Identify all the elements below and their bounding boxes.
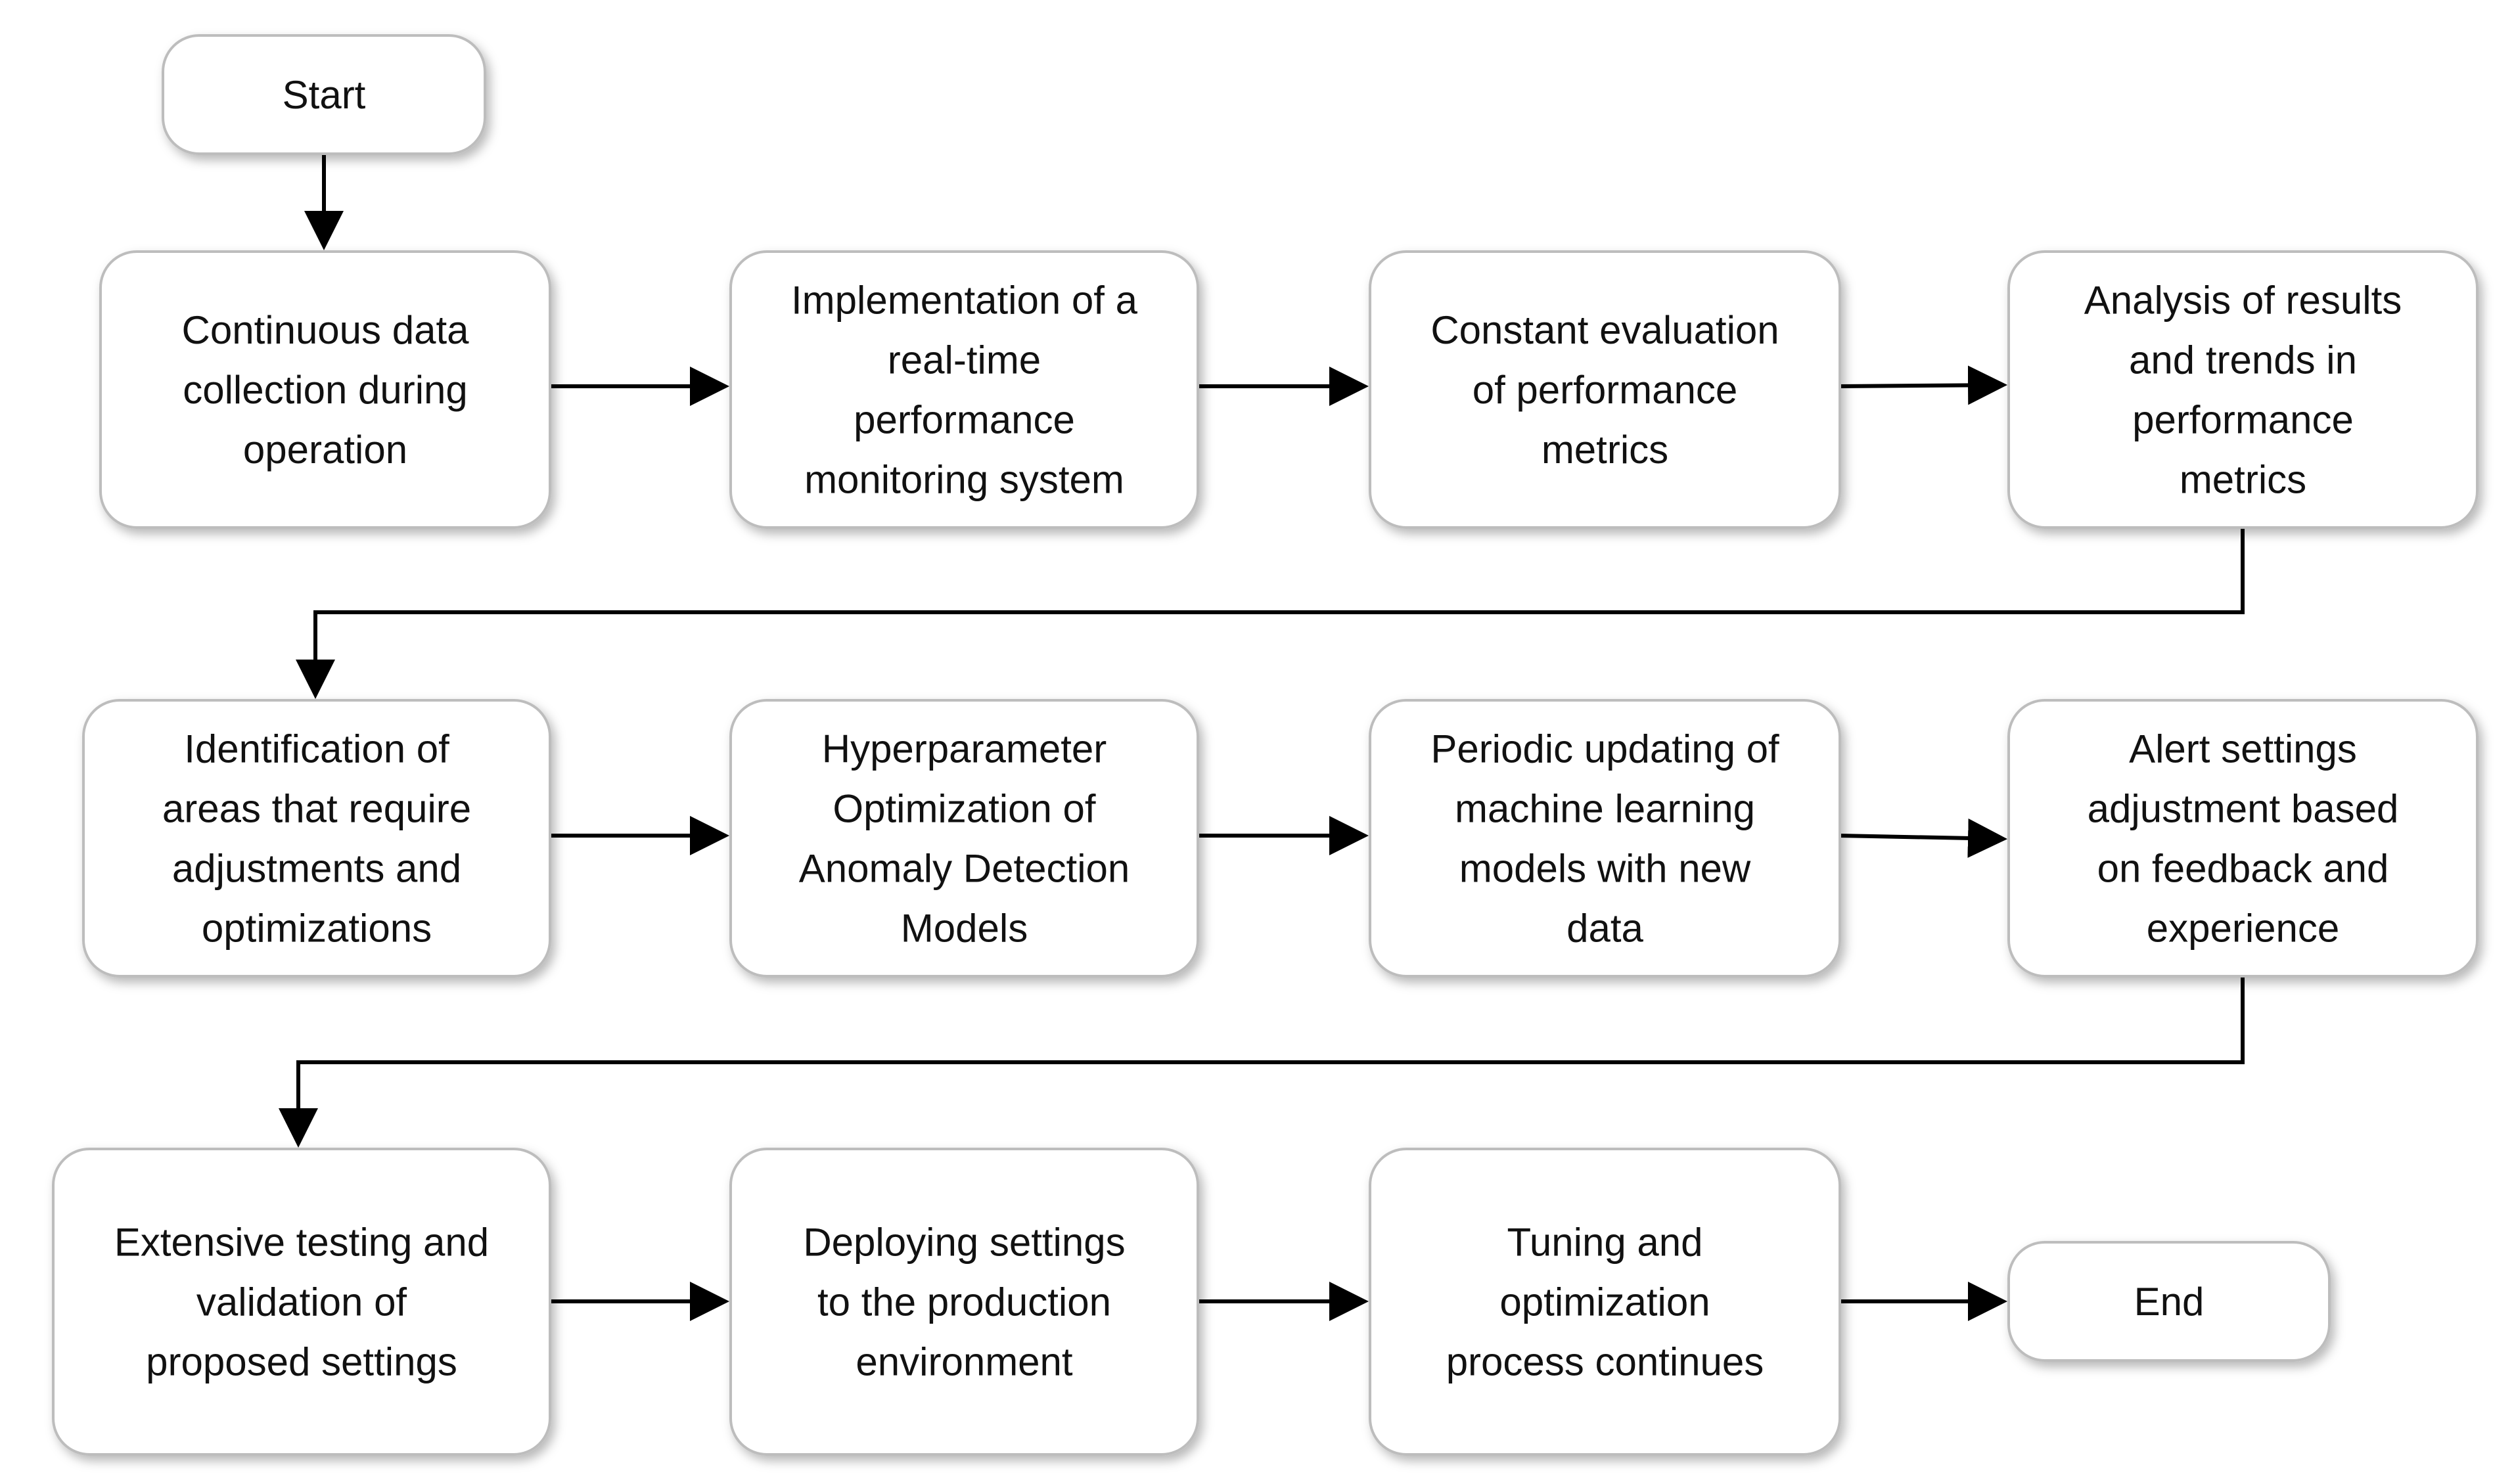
node-label-line: Implementation of a	[791, 279, 1138, 323]
node-label-line: validation of	[196, 1280, 407, 1324]
node-realtime-monitoring: Implementation of a real-time performance m…	[729, 250, 1199, 529]
node-label-line: real-time	[888, 338, 1041, 382]
node-label-line: metrics	[1542, 428, 1668, 472]
node-label-line: Start	[283, 73, 366, 117]
arrow-analysis-results-to-identification-areas	[296, 528, 2245, 699]
node-label-line: End	[2134, 1280, 2205, 1324]
arrow-periodic-updating-to-alert-settings	[1839, 818, 2007, 858]
node-label-line: Models	[901, 907, 1028, 951]
arrow-alert-settings-to-extensive-testing	[279, 976, 2245, 1148]
node-label-line: performance	[2132, 398, 2354, 442]
node-label-line: Anomaly Detection	[799, 847, 1130, 891]
node-label-line: Deploying settings	[803, 1221, 1125, 1265]
node-box	[1369, 699, 1841, 978]
connectors-layer	[279, 154, 2245, 1321]
node-label-line: areas that require	[162, 787, 471, 831]
node-label-line: and trends in	[2129, 338, 2357, 382]
node-label-line: Hyperparameter	[822, 727, 1107, 771]
node-box	[82, 699, 551, 978]
node-label-line: optimization	[1499, 1280, 1710, 1324]
node-label-line: Alert settings	[2129, 727, 2357, 771]
node-constant-evaluation: Constant evaluation of performance metrics	[1369, 250, 1841, 529]
node-identification-areas: Identification of areas that require adjus…	[82, 699, 551, 978]
node-box	[1369, 1148, 1841, 1456]
node-box	[99, 250, 551, 529]
node-label-line: on feedback and	[2097, 847, 2389, 891]
node-label-line: models with new	[1459, 847, 1751, 891]
node-continuous-data-collection: Continuous data collection during operatio…	[99, 250, 551, 529]
node-label-line: experience	[2147, 907, 2340, 951]
node-deploying-settings: Deploying settings to the production envir…	[729, 1148, 1199, 1456]
node-periodic-updating: Periodic updating of machine learning mode…	[1369, 699, 1841, 978]
node-label-line: Periodic updating of	[1430, 727, 1779, 771]
node-label-line: data	[1566, 907, 1643, 951]
arrow-constant-evaluation-to-analysis-results	[1839, 365, 2007, 405]
node-box	[729, 250, 1199, 529]
node-alert-settings: Alert settings adjustment based on feedbac…	[2007, 699, 2479, 978]
node-tuning-continues: Tuning and optimization process continues	[1369, 1148, 1841, 1456]
node-label-line: environment	[856, 1340, 1073, 1384]
node-label-line: operation	[243, 428, 407, 472]
node-box	[2007, 699, 2479, 978]
node-label-line: adjustment based	[2088, 787, 2399, 831]
node-label-line: monitoring system	[804, 458, 1124, 502]
node-label-line: Optimization of	[833, 787, 1095, 831]
node-label-line: collection during	[183, 368, 468, 412]
node-label-line: Constant evaluation	[1430, 308, 1779, 352]
node-box	[162, 34, 486, 155]
node-end: End	[2007, 1241, 2331, 1362]
node-label-line: metrics	[2180, 458, 2306, 502]
node-label-line: Tuning and	[1507, 1221, 1703, 1265]
node-label-line: Analysis of results	[2084, 279, 2402, 323]
node-label-line: of performance	[1473, 368, 1738, 412]
node-extensive-testing: Extensive testing and validation of propos…	[52, 1148, 551, 1456]
node-label-line: machine learning	[1455, 787, 1755, 831]
node-box	[1369, 250, 1841, 529]
node-label-line: Extensive testing and	[114, 1221, 489, 1265]
node-box	[729, 699, 1199, 978]
node-box	[729, 1148, 1199, 1456]
node-label-line: process continues	[1446, 1340, 1764, 1384]
node-start: Start	[162, 34, 486, 155]
node-label-line: optimizations	[202, 907, 432, 951]
node-analysis-results: Analysis of results and trends in performa…	[2007, 250, 2479, 529]
node-label-line: adjustments and	[172, 847, 461, 891]
node-box	[2007, 250, 2479, 529]
node-label-line: proposed settings	[146, 1340, 457, 1384]
node-box	[2007, 1241, 2331, 1362]
node-label-line: performance	[854, 398, 1075, 442]
node-box	[52, 1148, 551, 1456]
node-label-line: to the production	[817, 1280, 1111, 1324]
node-label-line: Identification of	[184, 727, 449, 771]
node-label-line: Continuous data	[182, 308, 470, 352]
